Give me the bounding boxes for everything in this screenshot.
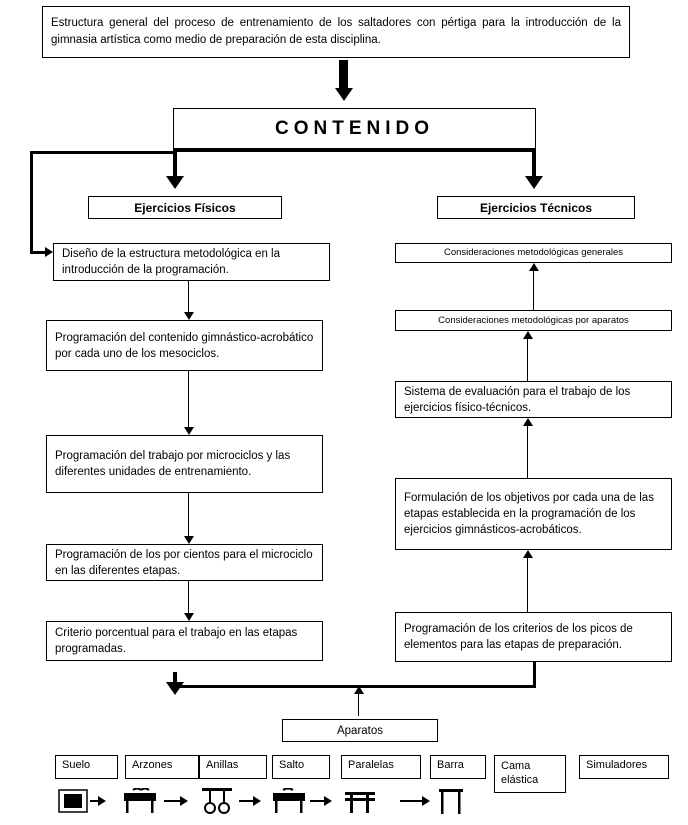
- aparatos-label: Aparatos: [336, 724, 384, 737]
- left-step-4: Programación de los por cientos para el …: [46, 544, 323, 581]
- branch-right-stem: [532, 149, 536, 179]
- branch-left-stem: [173, 149, 177, 179]
- left-step-1-text: Diseño de la estructura metodológica en …: [62, 248, 280, 276]
- icon-arrow-1-stem: [90, 800, 100, 802]
- right-step-1-text: Consideraciones metodológicas generales: [443, 247, 624, 258]
- left-column-header-label: Ejercicios Físicos: [134, 200, 236, 215]
- vault-icon: [272, 788, 306, 814]
- title-text: Estructura general del proceso de entren…: [51, 17, 621, 46]
- apparatus-5-label: Barra: [437, 759, 464, 771]
- left-step-3-text: Programación del trabajo por microciclos…: [55, 450, 291, 478]
- floor-icon: [58, 788, 88, 814]
- right-step-5: Programación de los criterios de los pic…: [395, 612, 672, 662]
- bottom-bus-right-stem: [533, 662, 536, 688]
- high-bar-icon: [437, 787, 465, 815]
- icon-arrow-3: [253, 796, 261, 806]
- apparatus-7: Simuladores: [579, 755, 669, 779]
- feedback-loop-vertical: [30, 151, 33, 253]
- left-step-4-text: Programación de los por cientos para el …: [55, 548, 313, 577]
- left-step-3: Programación del trabajo por microciclos…: [46, 435, 323, 493]
- feedback-loop-bottom: [30, 251, 47, 254]
- left-step-1: Diseño de la estructura metodológica en …: [53, 243, 330, 281]
- feedback-loop-arrow: [45, 247, 53, 257]
- right-connector-4-head: [523, 550, 533, 558]
- right-step-4-text: Formulación de los objetivos por cada un…: [404, 492, 654, 536]
- apparatus-1-label: Arzones: [132, 759, 173, 771]
- apparatus-2-label: Anillas: [206, 759, 239, 771]
- right-step-1: Consideraciones metodológicas generales: [395, 243, 672, 263]
- parallel-bars-icon: [344, 788, 376, 814]
- apparatus-5: Barra: [430, 755, 486, 779]
- right-connector-1-head: [529, 263, 539, 271]
- apparatus-6: Cama elástica: [494, 755, 566, 793]
- arrow-title-to-contenido-head: [335, 88, 353, 101]
- right-column-header-label: Ejercicios Técnicos: [479, 200, 593, 215]
- contenido-split-line: [173, 149, 536, 152]
- right-connector-3: [527, 426, 528, 478]
- left-connector-1-head: [184, 312, 194, 320]
- apparatus-4-label: Paralelas: [348, 759, 394, 771]
- aparatos-connector-head: [354, 686, 364, 694]
- right-step-4: Formulación de los objetivos por cada un…: [395, 478, 672, 550]
- apparatus-0: Suelo: [55, 755, 118, 779]
- icon-arrow-1: [98, 796, 106, 806]
- right-connector-2: [527, 339, 528, 381]
- icon-arrow-4-stem: [310, 800, 326, 802]
- bottom-bus-left-stem: [173, 672, 177, 688]
- left-column-header: Ejercicios Físicos: [88, 196, 282, 219]
- right-connector-4: [527, 558, 528, 612]
- icon-arrow-5: [422, 796, 430, 806]
- right-step-2: Consideraciones metodológicas por aparat…: [395, 310, 672, 331]
- aparatos-connector: [358, 688, 359, 716]
- right-connector-3-head: [523, 418, 533, 426]
- right-step-3-text: Sistema de evaluación para el trabajo de…: [404, 385, 631, 414]
- left-connector-3: [188, 493, 189, 536]
- contenido-box: CONTENIDO: [173, 108, 536, 149]
- right-step-5-text: Programación de los criterios de los pic…: [404, 623, 633, 651]
- icon-arrow-4: [324, 796, 332, 806]
- left-step-2-text: Programación del contenido gimnástico-ac…: [55, 331, 314, 360]
- apparatus-6-label: Cama elástica: [501, 760, 539, 786]
- apparatus-0-label: Suelo: [62, 759, 91, 771]
- bottom-bus-left-arrow: [166, 682, 184, 695]
- right-connector-1: [533, 271, 534, 310]
- icon-arrow-3-stem: [239, 800, 255, 802]
- icon-arrow-2: [180, 796, 188, 806]
- icon-arrow-5-stem: [400, 800, 424, 802]
- left-connector-3-head: [184, 536, 194, 544]
- branch-left-arrow: [166, 176, 184, 189]
- left-connector-2-head: [184, 427, 194, 435]
- contenido-label: CONTENIDO: [275, 117, 434, 139]
- arrow-title-to-contenido-stem: [339, 60, 348, 91]
- right-column-header: Ejercicios Técnicos: [437, 196, 635, 219]
- aparatos-box: Aparatos: [282, 719, 438, 742]
- left-connector-1: [188, 281, 189, 312]
- left-step-5-text: Criterio porcentual para el trabajo en l…: [55, 627, 298, 655]
- apparatus-1: Arzones: [125, 755, 199, 779]
- left-step-2: Programación del contenido gimnástico-ac…: [46, 320, 323, 371]
- title-box: Estructura general del proceso de entren…: [42, 6, 630, 58]
- left-connector-4-head: [184, 613, 194, 621]
- feedback-loop-top: [30, 151, 175, 154]
- left-step-5: Criterio porcentual para el trabajo en l…: [46, 621, 323, 661]
- left-connector-2: [188, 371, 189, 427]
- apparatus-2: Anillas: [199, 755, 267, 779]
- left-connector-4: [188, 581, 189, 613]
- right-step-2-text: Consideraciones metodológicas por aparat…: [438, 314, 629, 326]
- icon-arrow-2-stem: [164, 800, 182, 802]
- branch-right-arrow: [525, 176, 543, 189]
- right-connector-2-head: [523, 331, 533, 339]
- apparatus-4: Paralelas: [341, 755, 421, 779]
- apparatus-7-label: Simuladores: [586, 759, 648, 771]
- right-step-3: Sistema de evaluación para el trabajo de…: [395, 381, 672, 418]
- pommel-horse-icon: [123, 788, 157, 814]
- apparatus-3-label: Salto: [279, 759, 305, 771]
- rings-icon: [201, 788, 233, 814]
- apparatus-3: Salto: [272, 755, 330, 779]
